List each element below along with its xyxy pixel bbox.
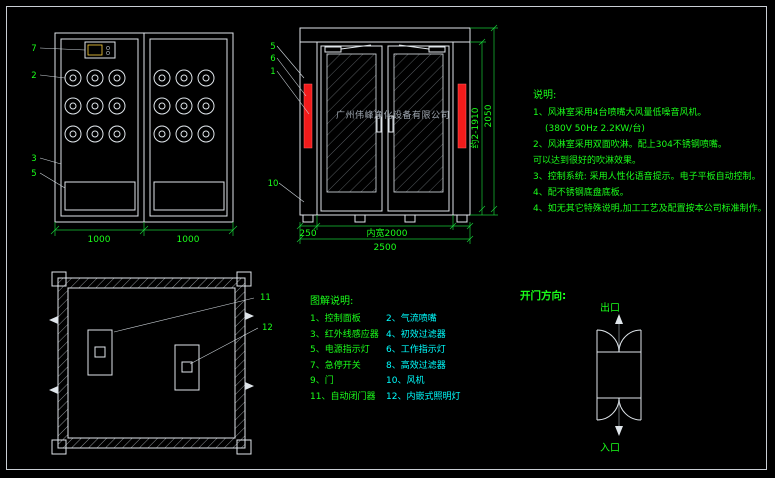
cabinet-feet xyxy=(302,214,468,223)
exit-label: 出口 xyxy=(600,301,620,314)
legend-item-7: 7、急停开关 xyxy=(310,360,361,371)
dim-overall-width: 2500 xyxy=(374,243,397,253)
callout-3: 3 xyxy=(31,154,36,164)
wall-hatch xyxy=(58,278,245,448)
callout-recessed-lamp: 12 xyxy=(262,323,273,333)
legend-item-1: 1、控制面板 xyxy=(310,314,361,324)
elevation-dimension-lines xyxy=(296,24,498,244)
legend-item-11: 11、自动闭门器 xyxy=(310,391,376,402)
legend-item-3: 3、红外线感应器 xyxy=(310,329,379,340)
note-line-6: 4、配不锈钢底盘底板。 xyxy=(533,188,629,198)
elevation-view: 250 内宽2000 2500 约2-1910 2050 5 6 1 10 xyxy=(268,24,498,253)
callout-control-panel: 1 xyxy=(270,67,275,77)
edge-markers xyxy=(49,312,254,394)
door-handles xyxy=(376,115,394,133)
glass-doors xyxy=(320,45,450,212)
plan-callout-leaders xyxy=(113,297,259,365)
cabinet-outline xyxy=(299,27,471,216)
front-callout-leaders xyxy=(39,47,86,189)
door-closers xyxy=(324,44,446,53)
callout-2: 2 xyxy=(31,71,36,81)
legend-item-6: 6、工作指示灯 xyxy=(386,345,446,355)
door-swing-geometry xyxy=(596,329,642,421)
dim-door-height: 约2-1910 xyxy=(469,107,481,148)
dim-front-right: 1000 xyxy=(177,235,200,245)
door-direction-title: 开门方向: xyxy=(520,290,567,302)
elevation-callout-leaders xyxy=(276,45,310,203)
door-direction-diagram: 出口 入口 xyxy=(596,301,642,454)
legend-item-10: 10、风机 xyxy=(386,376,425,386)
legend-item-8: 8、高效过滤器 xyxy=(386,360,446,371)
company-watermark: 广州伟峰净化设备有限公司 xyxy=(336,111,451,121)
callout-power-light: 5 xyxy=(270,42,275,52)
plan-doors xyxy=(87,329,200,391)
note-line-1: 1、风淋室采用4台喷嘴大风量低噪音风机。 xyxy=(533,108,707,118)
legend-item-4: 4、初效过滤器 xyxy=(386,329,446,340)
callout-fan: 10 xyxy=(268,179,279,189)
note-line-4: 可以达到很好的吹淋效果。 xyxy=(533,156,642,166)
legend-grid: 1、控制面板 2、气流喷嘴 3、红外线感应器 4、初效过滤器 5、电源指示灯 6… xyxy=(310,314,460,403)
legend-item-12: 12、内嵌式照明灯 xyxy=(386,391,461,402)
note-line-3: 2、风淋室采用双面吹淋。配上304不锈钢喷嘴。 xyxy=(533,140,727,150)
notes-title: 说明: xyxy=(533,90,557,101)
control-panel-buttons xyxy=(106,46,110,55)
note-line-2: (380V 50Hz 2.2KW/台) xyxy=(545,124,645,134)
air-nozzles xyxy=(64,69,215,143)
legend-item-2: 2、气流喷嘴 xyxy=(386,314,437,324)
left-warning-light xyxy=(303,83,313,149)
right-warning-light xyxy=(457,83,467,149)
legend-block: 图解说明: 1、控制面板 2、气流喷嘴 3、红外线感应器 4、初效过滤器 5、电… xyxy=(310,292,460,403)
drawing-frame xyxy=(6,6,767,470)
control-panel-display xyxy=(87,44,103,56)
return-air-grilles xyxy=(64,181,225,211)
plan-outline xyxy=(51,271,252,455)
legend-title: 图解说明: xyxy=(310,296,354,307)
right-door-glass xyxy=(393,53,444,193)
plan-view: 11 12 xyxy=(49,271,273,455)
dim-front-left: 1000 xyxy=(88,235,111,245)
left-door-glass xyxy=(326,53,377,193)
note-line-7: 4、如无其它特殊说明,加工工艺及配置按本公司标准制作。 xyxy=(533,204,767,214)
dim-overall-height: 2050 xyxy=(484,104,494,127)
legend-item-9: 9、门 xyxy=(310,376,334,386)
legend-item-5: 5、电源指示灯 xyxy=(310,345,370,355)
dim-inner-width: 内宽2000 xyxy=(367,227,408,239)
notes-block: 说明: 1、风淋室采用4台喷嘴大风量低噪音风机。 (380V 50Hz 2.2K… xyxy=(533,86,773,217)
callout-work-light: 6 xyxy=(270,54,275,64)
front-view: 1000 1000 7 2 3 5 xyxy=(31,32,238,245)
callout-7: 7 xyxy=(31,44,36,54)
front-view-outline xyxy=(54,32,234,223)
dim-side-col: 250 xyxy=(299,229,316,239)
note-line-5: 3、控制系统: 采用人性化语音提示。电子平板自动控制。 xyxy=(533,172,761,182)
callout-door-closer: 11 xyxy=(260,293,271,303)
front-dimension-lines xyxy=(50,222,238,236)
entry-label: 入口 xyxy=(600,443,620,454)
callout-5: 5 xyxy=(31,169,36,179)
